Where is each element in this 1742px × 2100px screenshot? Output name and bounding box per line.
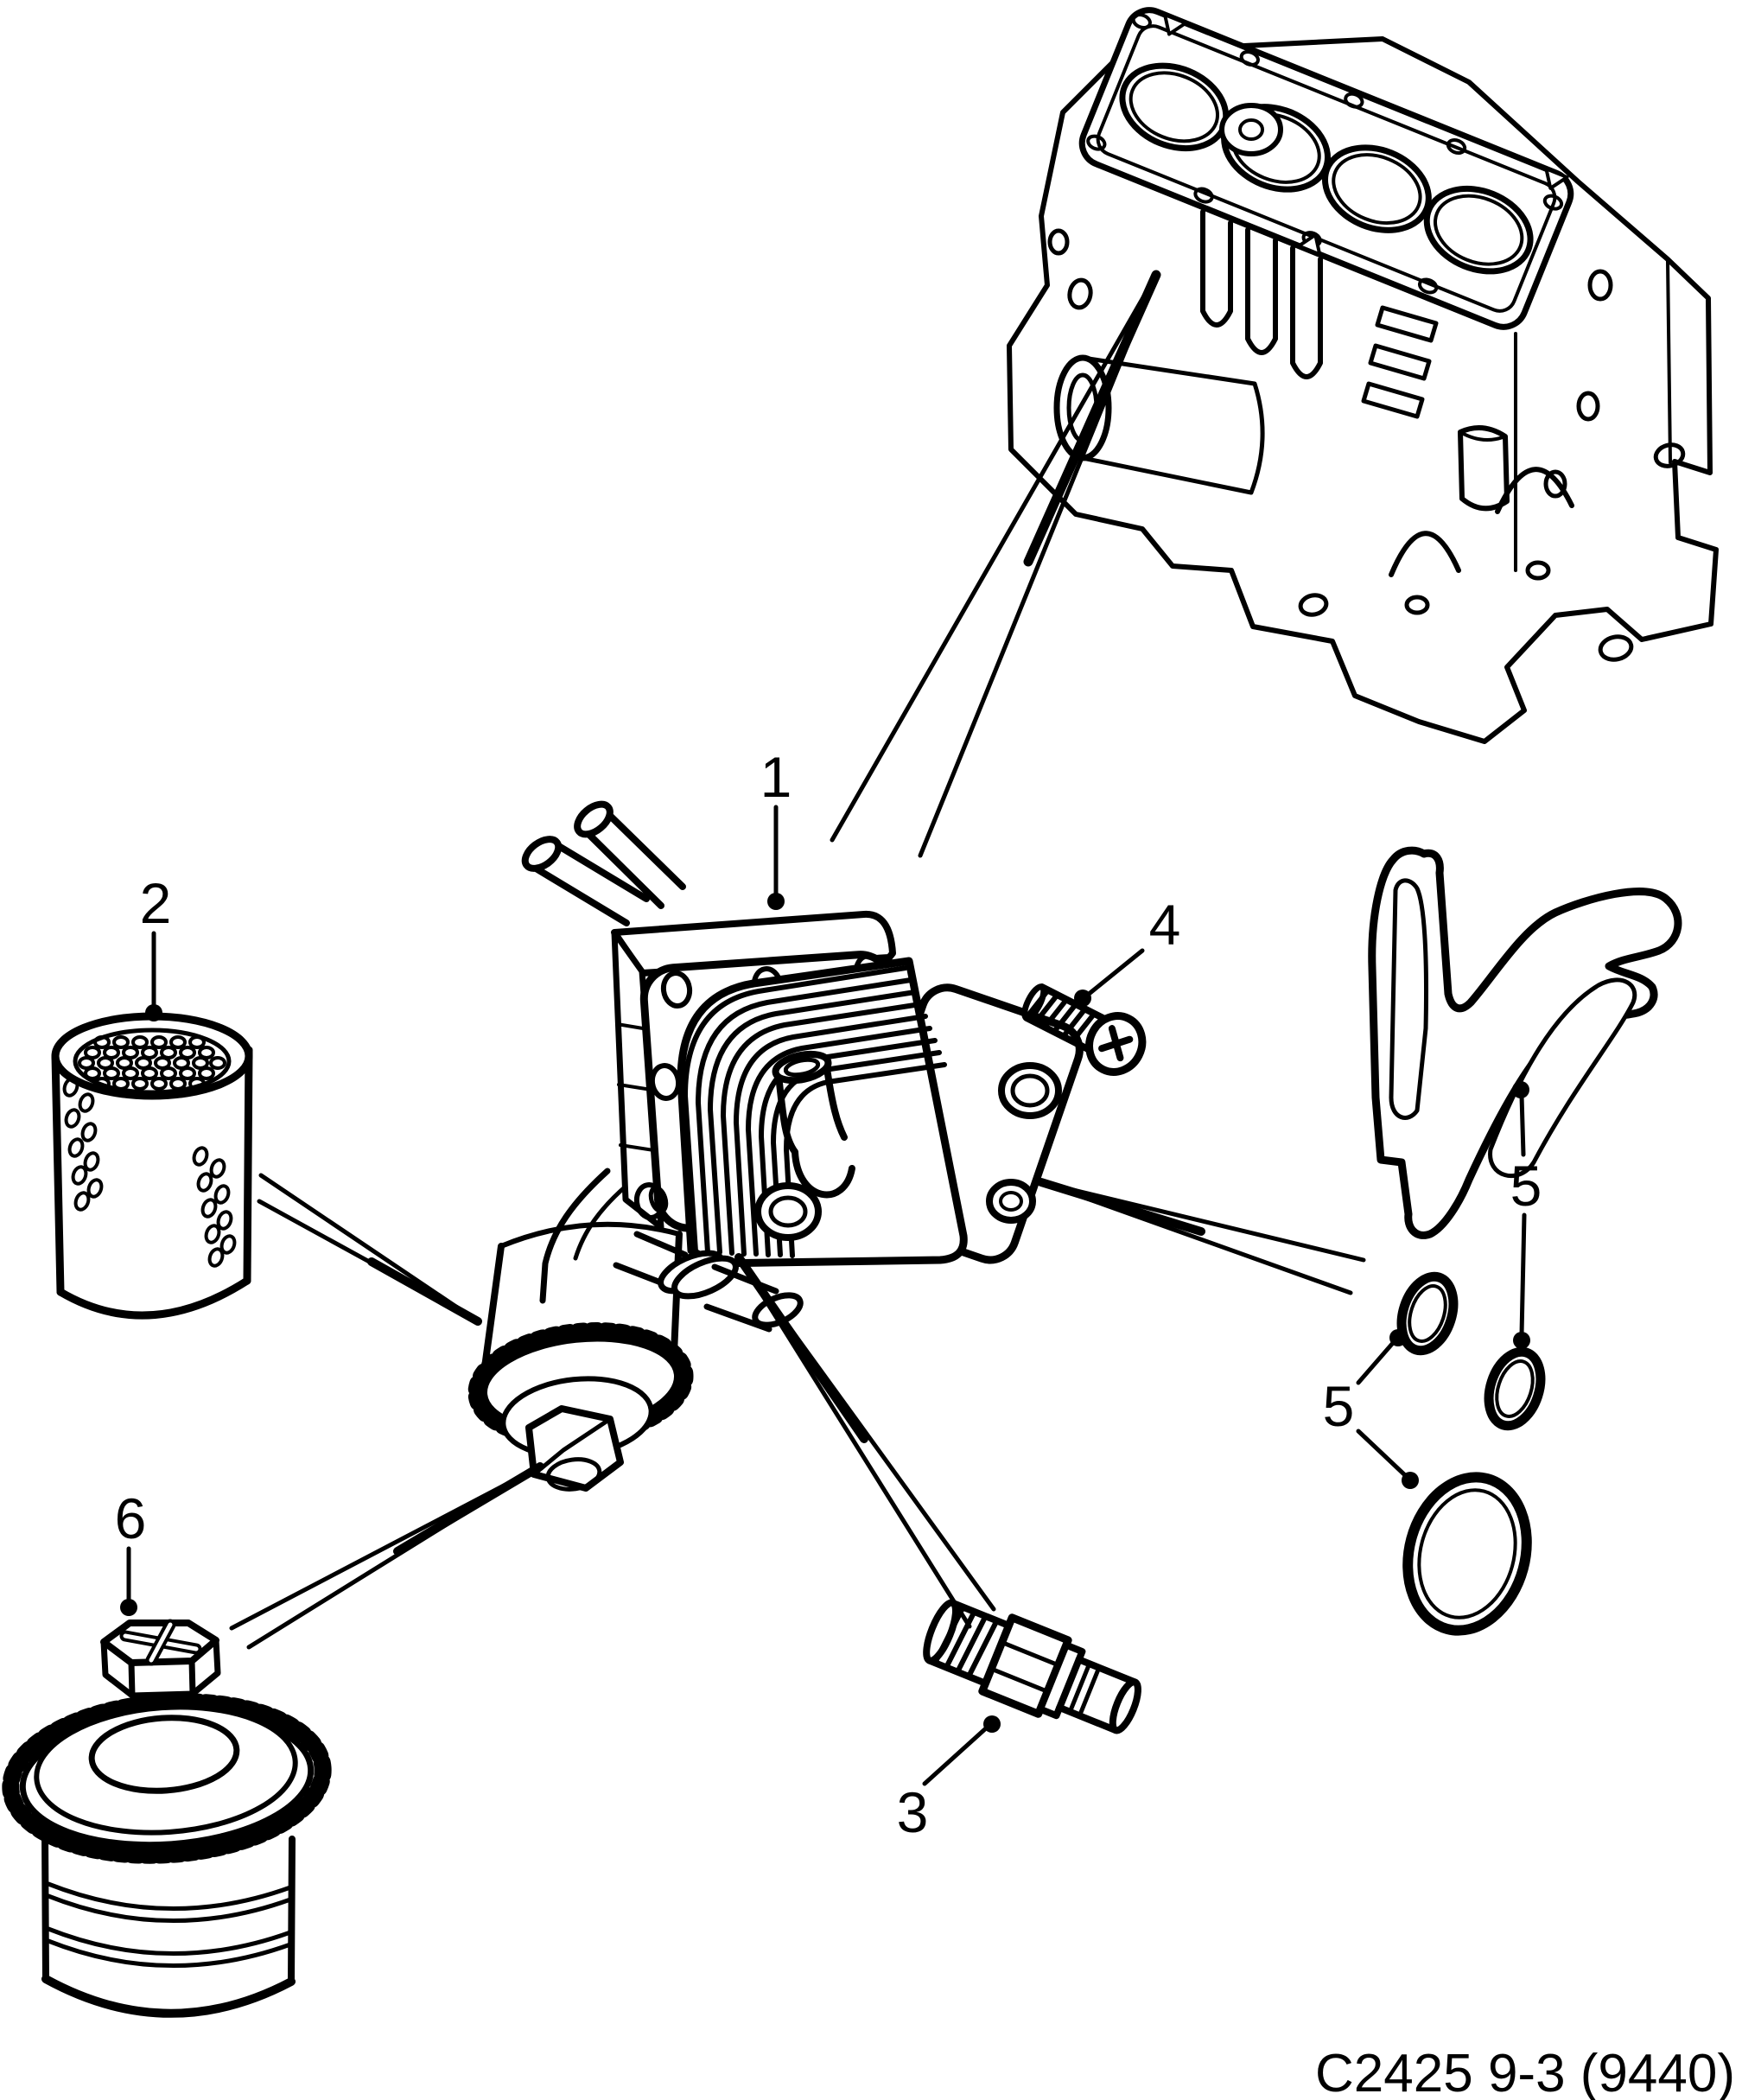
callout-5b-label: 5 xyxy=(1323,1374,1355,1438)
filter-perforations xyxy=(78,1035,226,1091)
pointer-block-to-cooler xyxy=(830,270,1161,858)
pointer-cooler-to-orings xyxy=(1037,1178,1366,1295)
callouts: 1 2 3 4 5 5 xyxy=(115,745,1542,1844)
gasket-drawing xyxy=(1368,846,1682,1239)
filter-side-holes xyxy=(62,1077,237,1268)
callout-5b-dot-top xyxy=(1389,1329,1407,1346)
coolant-pipe-stubs xyxy=(521,800,686,926)
callout-6: 6 xyxy=(115,1486,147,1616)
o-ring-small-left xyxy=(1396,1271,1459,1356)
pointer-housing-to-sensor xyxy=(734,1253,996,1629)
callout-6-dot xyxy=(120,1599,137,1616)
pointer-housing-to-filter xyxy=(257,1173,482,1326)
callout-3-label: 3 xyxy=(897,1780,929,1844)
callout-5b-dot-bottom xyxy=(1402,1472,1419,1489)
oil-pressure-sensor-drawing xyxy=(923,1599,1141,1734)
o-ring-small-right xyxy=(1484,1346,1546,1431)
callout-5a-dot-bottom xyxy=(1513,1332,1530,1349)
oil-filter-element-drawing xyxy=(51,1012,253,1320)
pointer-housing-to-cap xyxy=(229,1462,544,1650)
bolt-drawing xyxy=(1021,983,1147,1076)
callout-1-label: 1 xyxy=(760,745,792,809)
oil-cooler-assembly-drawing xyxy=(467,800,1084,1492)
callout-6-label: 6 xyxy=(115,1486,147,1550)
callout-5a-label: 5 xyxy=(1510,1154,1542,1218)
callout-2: 2 xyxy=(140,871,172,1021)
oil-filter-cap-drawing xyxy=(2,1619,332,2018)
housing-neck xyxy=(539,1168,611,1304)
callout-5b: 5 xyxy=(1323,1329,1419,1489)
phillips-slot xyxy=(1098,1025,1134,1062)
callout-4-dot xyxy=(1074,990,1091,1007)
callout-2-label: 2 xyxy=(140,871,172,935)
pointer-wedges xyxy=(229,270,1366,1650)
cooler-fin-core xyxy=(677,957,968,1268)
callout-3: 3 xyxy=(897,1715,1001,1844)
callout-5a-dot-top xyxy=(1512,1081,1529,1098)
engine-block-drawing xyxy=(1007,7,1719,744)
callout-4-label: 4 xyxy=(1149,893,1181,957)
oil-filter-housing xyxy=(467,1185,804,1492)
callout-3-dot xyxy=(983,1715,1001,1733)
figure-caption: C2425 9-3 (9440) xyxy=(1315,2044,1735,2100)
callout-1: 1 xyxy=(760,745,792,910)
o-ring-large xyxy=(1402,1472,1532,1636)
callout-4: 4 xyxy=(1074,893,1180,1007)
callout-5a: 5 xyxy=(1510,1081,1542,1349)
callout-2-dot xyxy=(145,1004,162,1021)
callout-1-dot xyxy=(767,893,785,910)
